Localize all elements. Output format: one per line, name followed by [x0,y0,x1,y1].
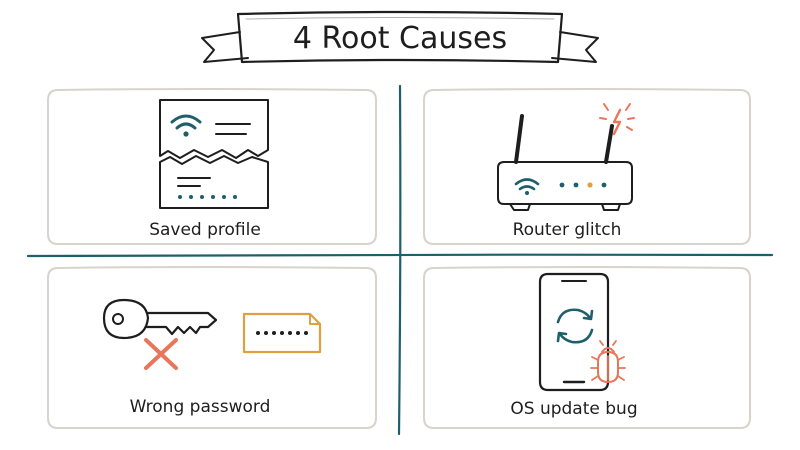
cause-label-saved-profile: Saved profile [149,220,261,240]
card-saved-profile [47,88,377,245]
password-note-icon [242,312,322,354]
phone-sync-bug-icon [538,272,610,392]
vertical-divider [397,84,402,436]
torn-note-wifi-icon [159,99,269,209]
title-banner: 4 Root Causes [201,10,599,64]
bug-icon [590,340,626,383]
horizontal-divider [26,253,774,258]
cause-label-wrong-password: Wrong password [130,397,271,417]
card-router-glitch [423,88,751,245]
page-title: 4 Root Causes [293,21,507,56]
key-x-icon [102,298,218,370]
router-spark-icon [497,103,635,211]
cause-label-router-glitch: Router glitch [513,220,622,240]
card-os-update-bug [423,266,751,429]
card-wrong-password [47,266,377,429]
cause-label-os-update-bug: OS update bug [510,399,637,419]
